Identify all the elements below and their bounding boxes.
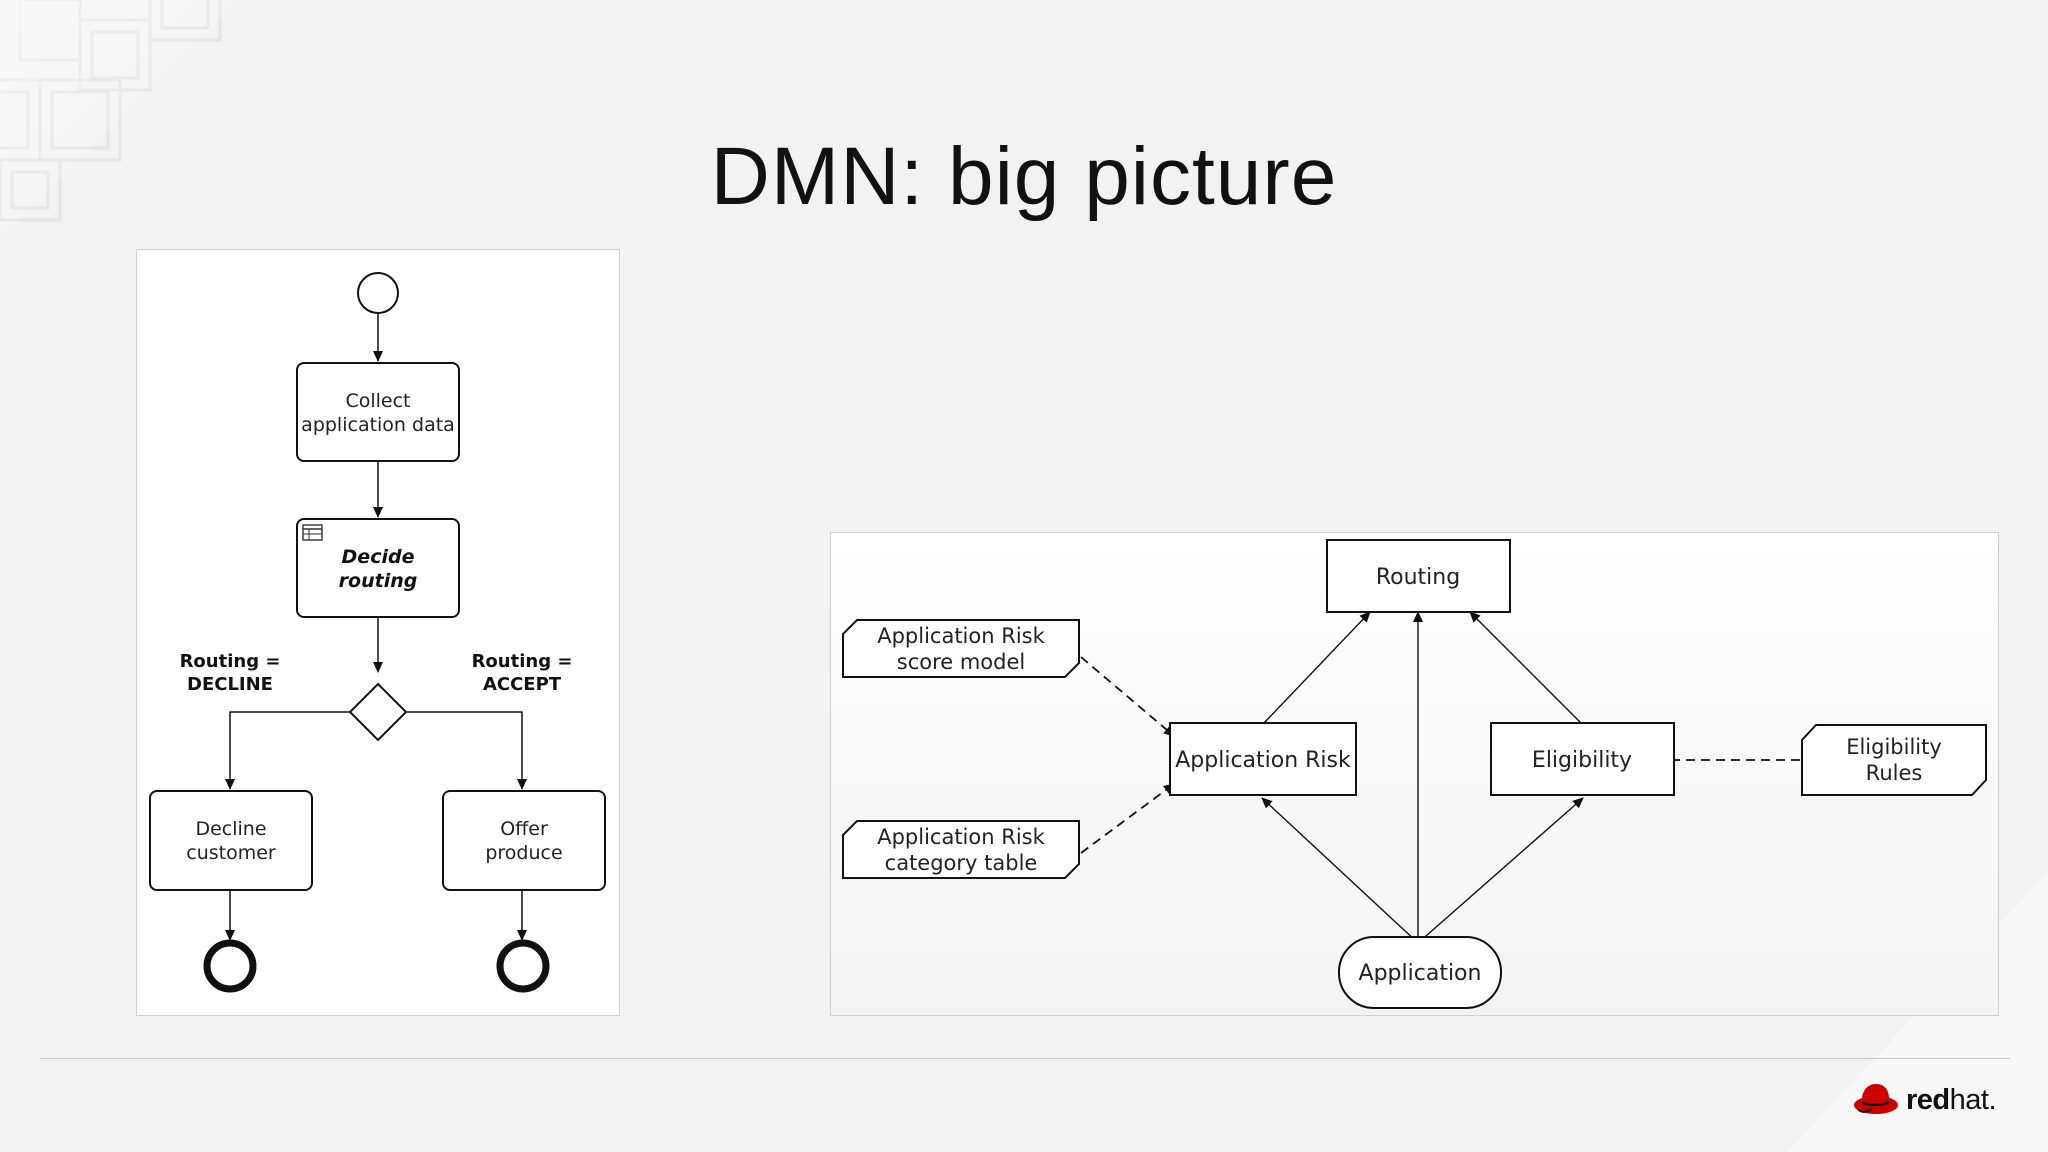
start-event (357, 272, 399, 314)
dmn-decision-requirements-diagram: Routing Application Risk Eligibility App… (830, 532, 1999, 1016)
task-label: Offer (500, 818, 548, 840)
requirement-eligibility-routing (1469, 611, 1582, 724)
corner-pattern (0, 0, 240, 240)
business-rule-table-icon (302, 524, 323, 541)
end-event-offer (496, 939, 550, 993)
task-collect-application-data: Collect application data (296, 362, 460, 462)
requirement-application-eligibility (1417, 797, 1584, 944)
slide-title: DMN: big picture (710, 131, 1338, 222)
flow-gateway-offer (406, 711, 527, 790)
decision-routing: Routing (1326, 539, 1511, 613)
task-label: Decide (342, 546, 415, 568)
bkm-label: Eligibility (1846, 735, 1942, 759)
task-label: routing (339, 570, 418, 592)
bkm-label: Application Risk (877, 624, 1045, 648)
logo-wordmark: redhat. (1906, 1084, 1997, 1117)
logo-word-red: red (1906, 1084, 1950, 1116)
requirement-application-risk (1261, 797, 1419, 944)
bkm-label: score model (897, 650, 1026, 674)
shadowman-icon (1854, 1084, 1898, 1114)
task-offer-produce: Offer produce (442, 790, 606, 891)
condition-label-accept: ACCEPT (483, 674, 562, 695)
input-data-application: Application (1338, 936, 1502, 1009)
decision-application-risk: Application Risk (1169, 722, 1357, 796)
logo-word-hat: hat. (1949, 1084, 1997, 1116)
knowledge-category-table-risk (1080, 783, 1175, 854)
footer-divider (40, 1058, 2010, 1059)
input-data-label: Application (1359, 961, 1482, 986)
flow-gateway-decline (225, 711, 350, 790)
decision-label: Application Risk (1175, 748, 1351, 773)
bkm-eligibility-rules: Eligibility Rules (1801, 724, 1987, 796)
bkm-label: category table (885, 851, 1038, 875)
bkm-application-risk-score-model: Application Risk score model (842, 619, 1080, 678)
decision-eligibility: Eligibility (1490, 722, 1675, 796)
decision-label: Eligibility (1532, 748, 1632, 773)
bkm-application-risk-category-table: Application Risk category table (842, 820, 1080, 879)
condition-label-decline: DECLINE (187, 674, 273, 695)
task-decide-routing: Decide routing (296, 518, 460, 618)
redhat-logo: redhat. (1852, 1078, 2002, 1122)
task-label: produce (485, 842, 562, 864)
task-label: application data (301, 414, 455, 436)
task-label: Collect (345, 390, 410, 412)
knowledge-score-model-risk (1080, 656, 1175, 737)
decision-label: Routing (1376, 565, 1460, 590)
bpmn-process-diagram: Collect application data Decide routing … (136, 249, 620, 1016)
condition-label-accept: Routing = (472, 651, 573, 672)
task-decline-customer: Decline customer (149, 790, 313, 891)
task-label: Decline (195, 818, 266, 840)
requirement-risk-routing (1263, 611, 1371, 724)
task-label: customer (186, 842, 276, 864)
end-event-decline (203, 939, 257, 993)
exclusive-gateway (348, 682, 408, 742)
bkm-label: Application Risk (877, 825, 1045, 849)
bkm-label: Rules (1866, 761, 1923, 785)
condition-label-decline: Routing = (180, 651, 281, 672)
